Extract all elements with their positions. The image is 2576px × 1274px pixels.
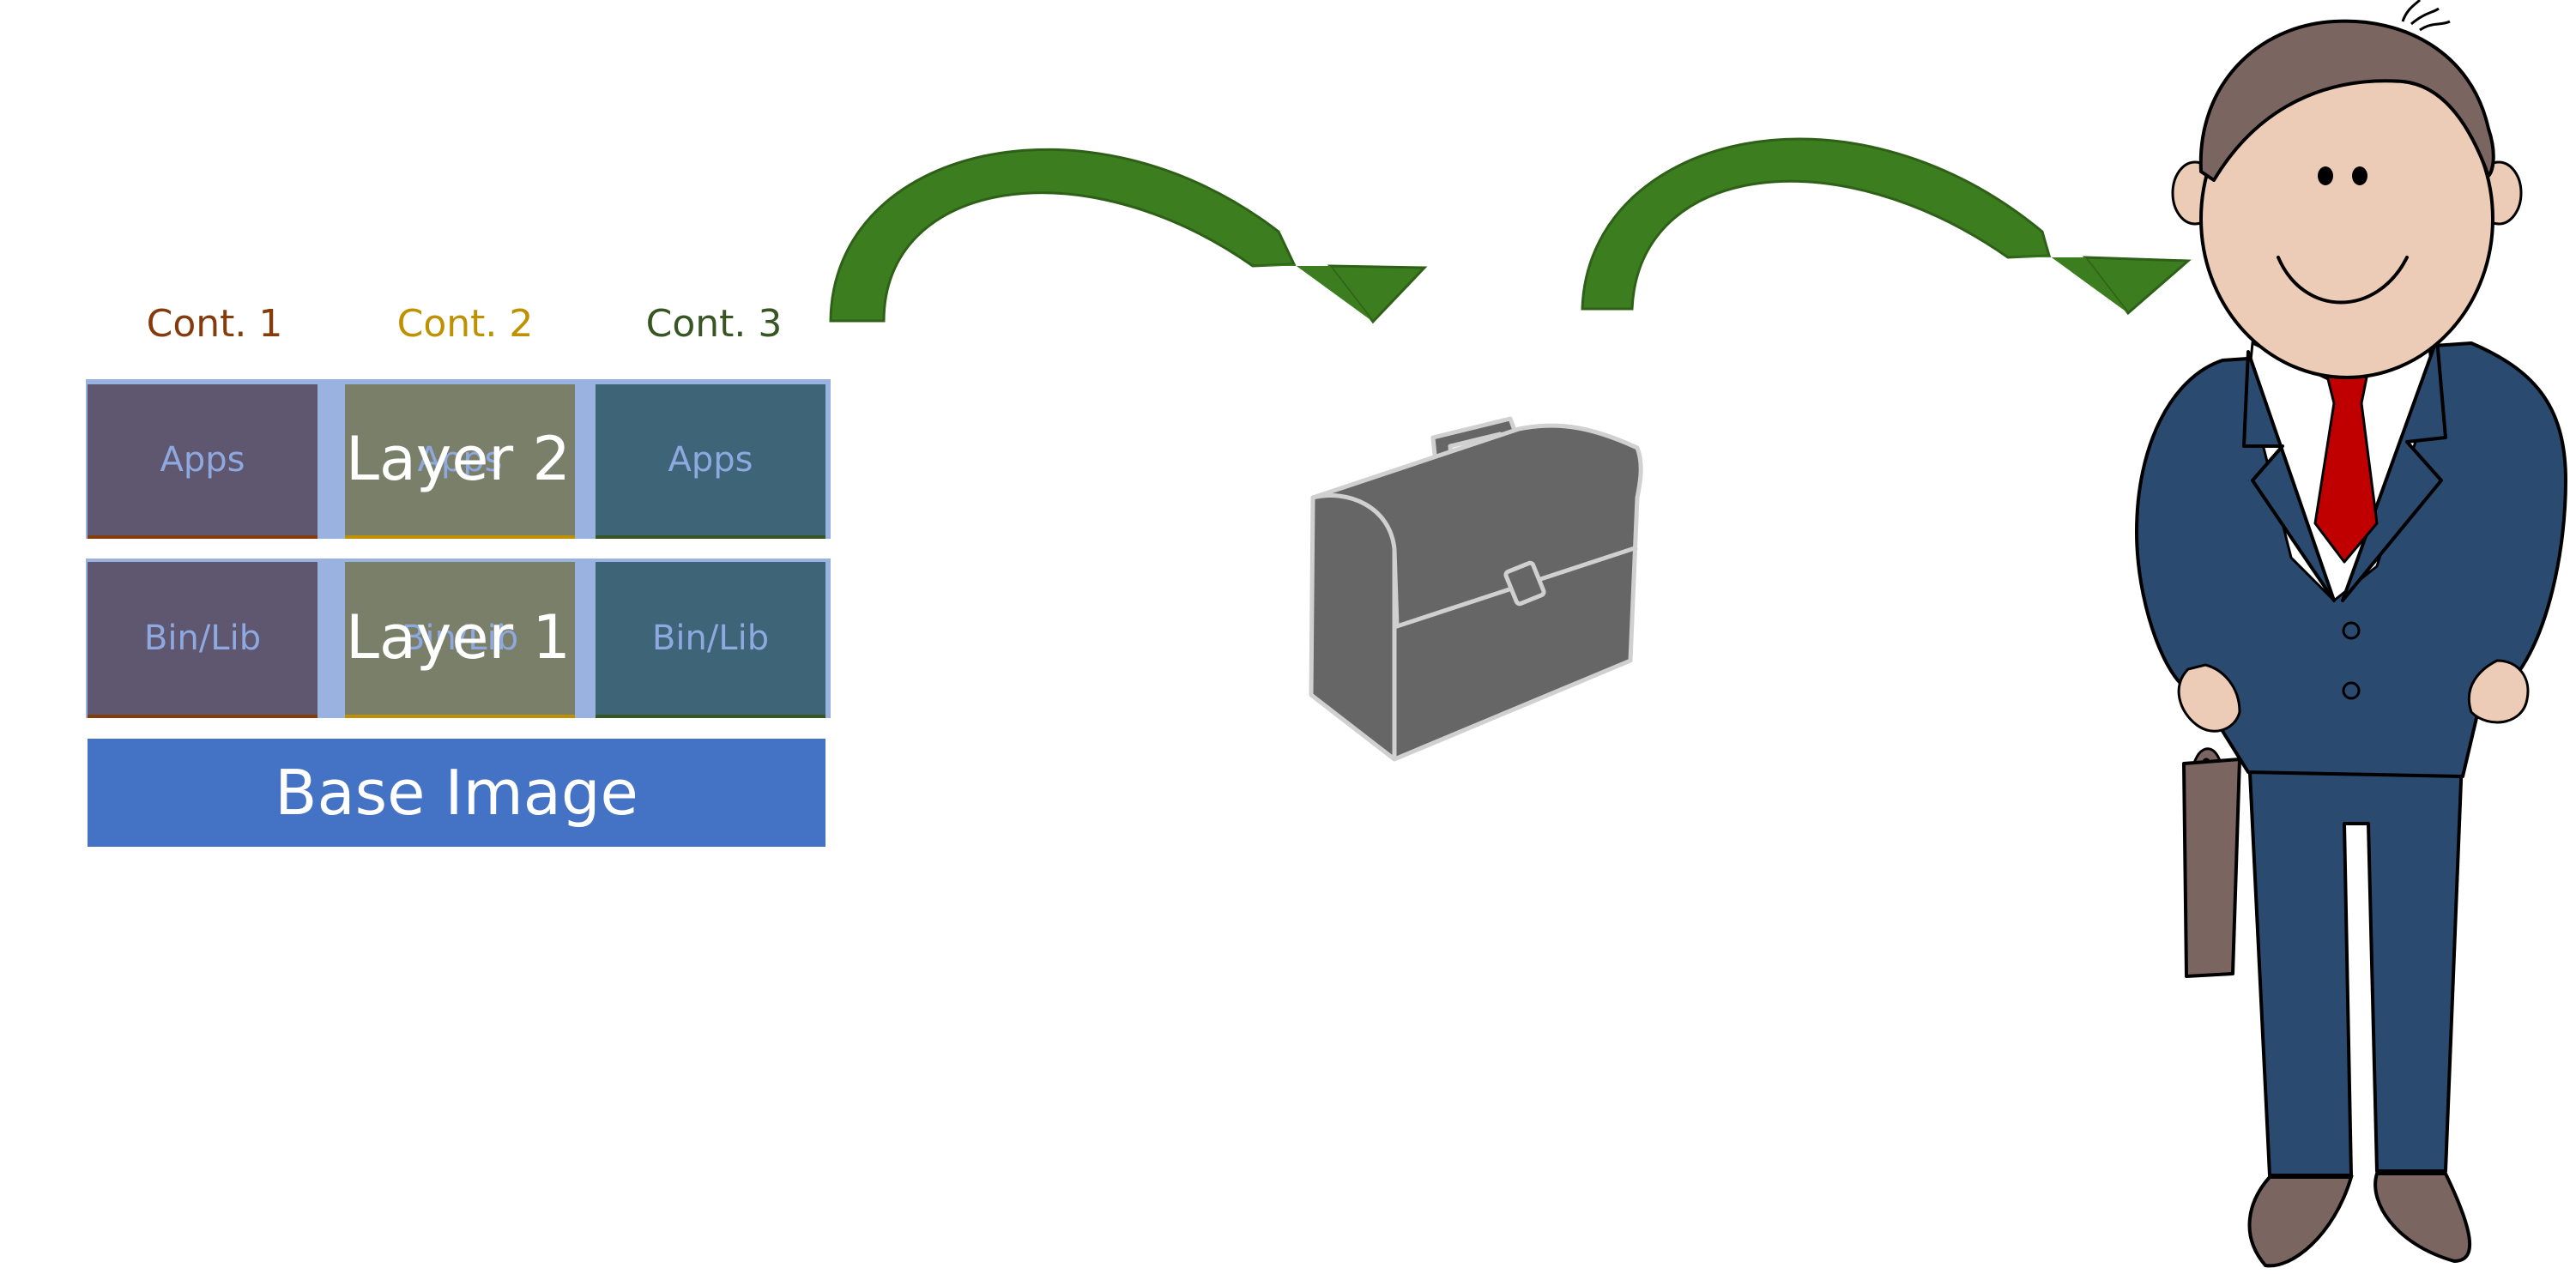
curved-arrow-icon [829, 148, 1428, 324]
container-label-1: Cont. 1 [146, 302, 283, 346]
container-3-apps: Apps [596, 384, 825, 539]
briefcase-icon [1309, 416, 1643, 762]
container-2-binlib: Bin/Lib [345, 562, 575, 718]
container-label-3: Cont. 3 [645, 302, 783, 346]
container-3-binlib: Bin/Lib [596, 562, 825, 718]
curved-arrow-icon [1581, 137, 2192, 316]
layer-1-label: Layer 1 [346, 602, 571, 673]
container-2-apps: Apps [345, 384, 575, 539]
container-1-binlib: Bin/Lib [88, 562, 317, 718]
businessman-illustration [2135, 0, 2567, 1268]
container-1-apps: Apps [88, 384, 317, 539]
container-label-2: Cont. 2 [396, 302, 534, 346]
layer-2-label: Layer 2 [346, 424, 571, 494]
base-image-block: Base Image [88, 739, 825, 847]
